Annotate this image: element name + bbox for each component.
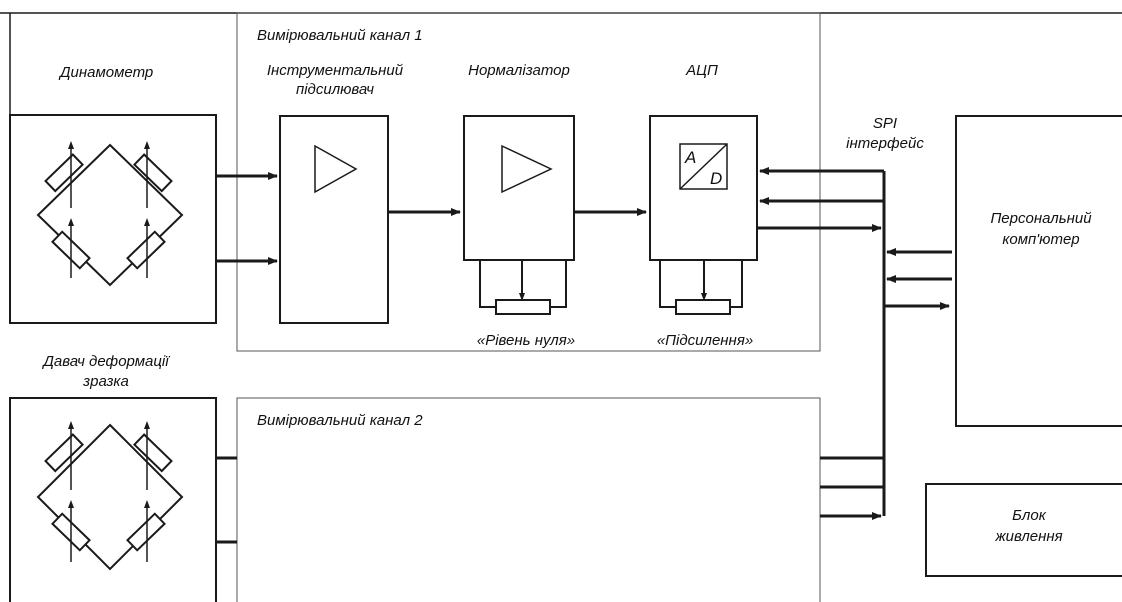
adc-glyph-a: A xyxy=(684,148,696,167)
normalizer-label: Нормалізатор xyxy=(468,62,570,79)
gain-label: «Підсилення» xyxy=(657,332,753,349)
normalizer-box xyxy=(463,115,575,261)
gain-potentiometer xyxy=(659,260,743,315)
spi-bus xyxy=(757,167,952,520)
strain-sensor-box xyxy=(9,397,217,602)
power-supply-box xyxy=(925,483,1122,577)
dynamometer-bridge-icon xyxy=(36,141,184,287)
strain-sensor-label-2: зразка xyxy=(82,373,129,390)
dynamometer-box xyxy=(9,114,217,324)
strain-sensor-bridge-icon xyxy=(36,421,184,571)
adc-box xyxy=(649,115,758,261)
strain-sensor-label-1: Давач деформації xyxy=(41,353,170,370)
instr-amp-label-1: Інструментальний xyxy=(267,62,404,79)
spi-label-2: інтерфейс xyxy=(846,135,924,152)
amplifier-icon xyxy=(314,144,358,194)
pc-box xyxy=(955,115,1122,427)
zero-level-potentiometer xyxy=(479,260,567,315)
adc-label: АЦП xyxy=(685,62,718,79)
zero-level-label: «Рівень нуля» xyxy=(477,332,575,349)
channel2-frame xyxy=(236,397,821,602)
instr-amp-box xyxy=(279,115,389,324)
channel2-title: Вимірювальний канал 2 xyxy=(257,412,423,429)
channel1-title: Вимірювальний канал 1 xyxy=(257,27,423,44)
adc-glyph-d: D xyxy=(710,169,722,188)
dynamometer-label: Динамометр xyxy=(58,64,153,81)
pc-label-2: комп'ютер xyxy=(1002,231,1079,248)
power-label-1: Блок xyxy=(1012,507,1047,524)
power-label-2: живлення xyxy=(994,528,1062,545)
instr-amp-label-2: підсилювач xyxy=(296,81,374,98)
pc-label-1: Персональний xyxy=(990,210,1092,227)
normalizer-amplifier-icon xyxy=(501,144,553,194)
spi-label-1: SPI xyxy=(873,115,897,132)
adc-icon: A D xyxy=(679,143,728,190)
channel1-frame xyxy=(236,12,821,352)
